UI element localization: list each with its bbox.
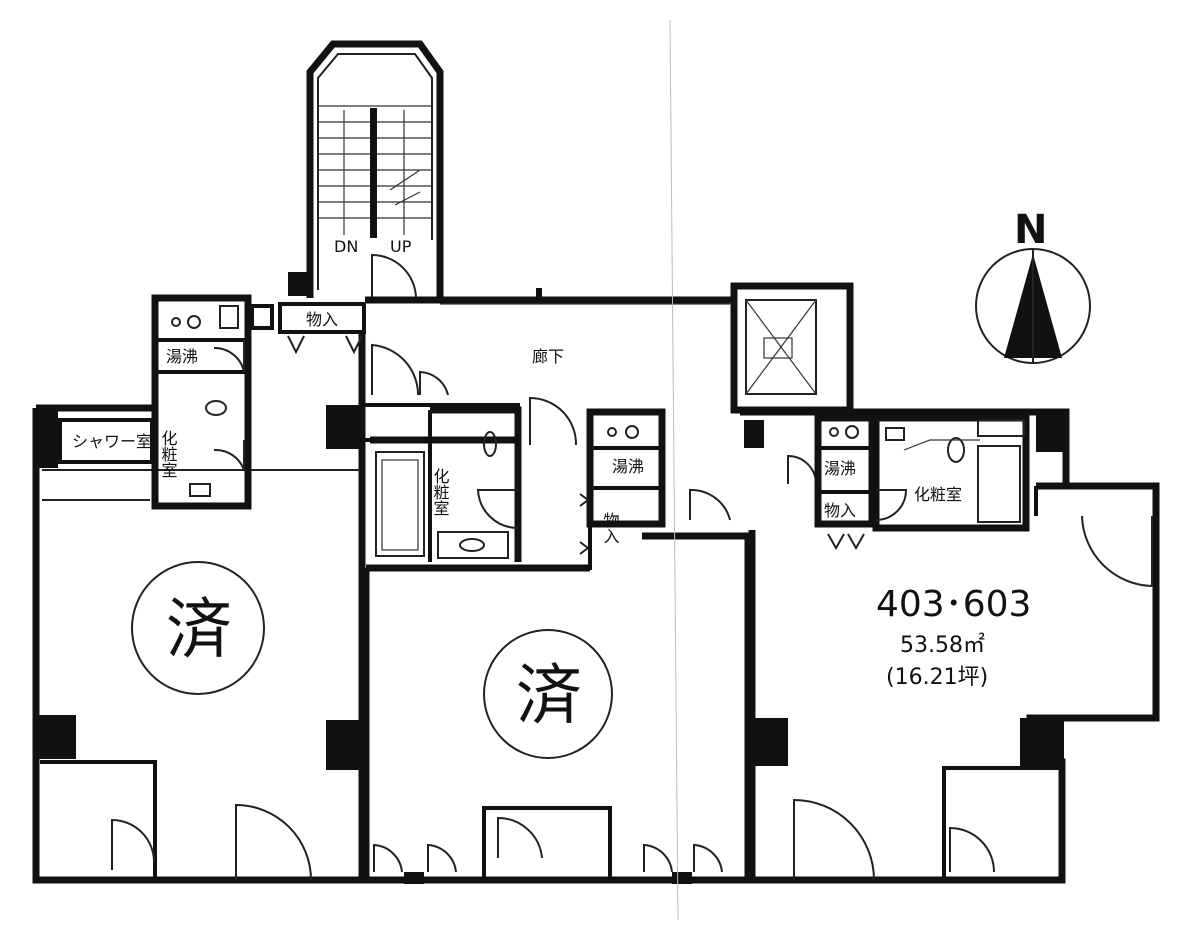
stair-tower: DN UP bbox=[306, 40, 444, 299]
storage-mid-label: 物入 bbox=[601, 512, 620, 544]
middle-unit: 化粧室 湯沸 物入 済 bbox=[362, 406, 752, 884]
corridor-shell: 廊下 bbox=[365, 288, 736, 446]
left-unit: 湯沸 化粧室 シャワー室 物入 済 bbox=[32, 272, 366, 884]
keshoshitsu-left-label: 化粧室 bbox=[159, 430, 178, 478]
corridor-label: 廊下 bbox=[532, 347, 564, 366]
right-unit-area-sqm: 53.58㎡ bbox=[900, 632, 985, 658]
compass: N bbox=[975, 207, 1091, 364]
compass-north-label: N bbox=[1014, 207, 1047, 253]
keshoshitsu-mid-label: 化粧室 bbox=[431, 468, 450, 516]
yuzoku-mid-label: 湯沸 bbox=[612, 457, 644, 476]
left-unit-status: 済 bbox=[166, 591, 232, 668]
right-unit-number: 403･603 bbox=[876, 584, 1031, 625]
yuzoku-left-label: 湯沸 bbox=[166, 347, 198, 366]
left-unit-stamp-circle bbox=[131, 561, 265, 695]
elevator bbox=[730, 282, 854, 414]
stair-down-label: DN bbox=[334, 237, 358, 256]
storage-right-label: 物入 bbox=[824, 501, 856, 520]
stair-up-label: UP bbox=[390, 237, 412, 256]
page-fold-line bbox=[669, 19, 679, 921]
right-unit: 湯沸 物入 化粧室 403･603 53.58㎡ (16.21坪) bbox=[740, 408, 1160, 884]
right-unit-area-tsubo: (16.21坪) bbox=[886, 665, 988, 690]
keshoshitsu-right-label: 化粧室 bbox=[914, 485, 962, 504]
shower-label: シャワー室 bbox=[72, 432, 152, 451]
middle-unit-status: 済 bbox=[516, 657, 582, 734]
yuzoku-right-label: 湯沸 bbox=[824, 459, 856, 478]
middle-unit-stamp-circle bbox=[483, 629, 613, 759]
storage-top-label: 物入 bbox=[306, 310, 338, 329]
